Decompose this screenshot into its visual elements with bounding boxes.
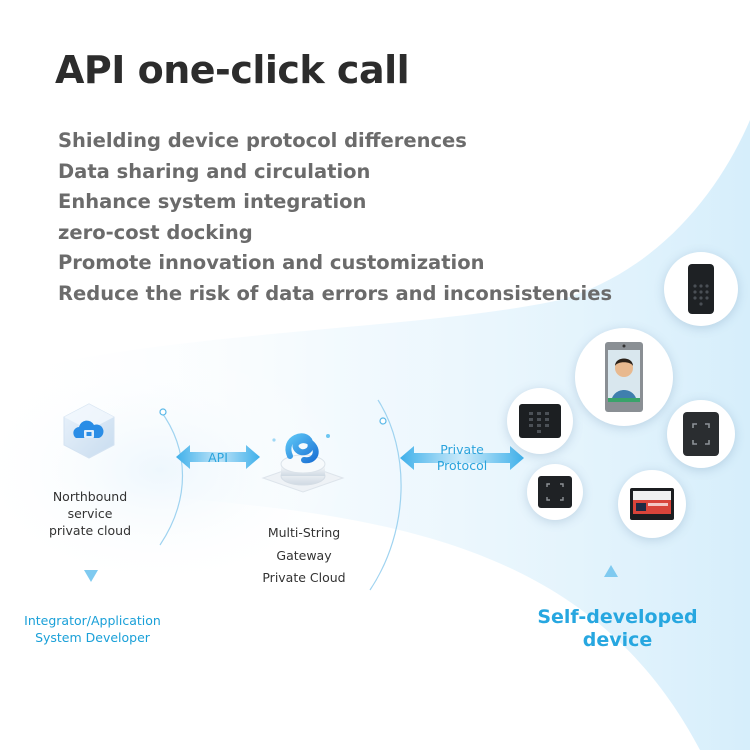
integrator-label: Integrator/Application System Developer: [5, 612, 180, 646]
down-arrow-icon: [84, 570, 98, 582]
feature-item: Data sharing and circulation: [58, 159, 371, 183]
northbound-label: Northbound service private cloud: [30, 488, 150, 539]
self-developed-line2: device: [582, 629, 653, 651]
card-reader-device: [667, 400, 735, 468]
middle-arc: [369, 399, 402, 591]
keypad-reader-device: [664, 252, 738, 326]
gateway-label: Multi-String Gateway Private Cloud: [238, 522, 370, 590]
feature-item: zero-cost docking: [58, 220, 253, 244]
feature-item: Shielding device protocol differences: [58, 129, 467, 152]
api-label: API: [208, 450, 228, 465]
face-terminal-device: [575, 328, 673, 426]
integrator-line1: Integrator/Application: [24, 613, 161, 628]
feature-item: Reduce the risk of data errors and incon…: [58, 281, 613, 305]
protocol-label: Private Protocol: [424, 442, 500, 474]
left-arc: [159, 409, 183, 546]
feature-item: Promote innovation and customization: [58, 251, 485, 274]
feature-list: Shielding device protocol differences Da…: [58, 126, 612, 309]
integrator-line2: System Developer: [35, 630, 150, 645]
up-arrow-icon: [604, 565, 618, 577]
northbound-line2: service: [67, 506, 113, 521]
page-title: API one-click call: [55, 48, 410, 92]
cloud-chip-icon: [63, 403, 115, 459]
northbound-line1: Northbound: [52, 489, 128, 504]
protocol-double-arrow-icon: [400, 446, 524, 470]
gateway-line3: Private Cloud: [262, 570, 346, 585]
northbound-line3: private cloud: [48, 523, 132, 538]
gateway-line1: Multi-String: [267, 525, 341, 540]
card-reader-device-2: [527, 464, 583, 520]
api-double-arrow-icon: [176, 445, 260, 469]
keypad-reader-device-2: [507, 388, 573, 454]
self-developed-label: Self-developed device: [515, 606, 720, 652]
gateway-line2: Gateway: [276, 547, 332, 563]
protocol-line2: Protocol: [436, 458, 488, 473]
protocol-line1: Private: [440, 442, 484, 457]
self-developed-line1: Self-developed: [537, 606, 698, 628]
display-panel-device: [618, 470, 686, 538]
feature-item: Enhance system integration: [58, 190, 367, 213]
gateway-ring-icon: [261, 433, 345, 493]
